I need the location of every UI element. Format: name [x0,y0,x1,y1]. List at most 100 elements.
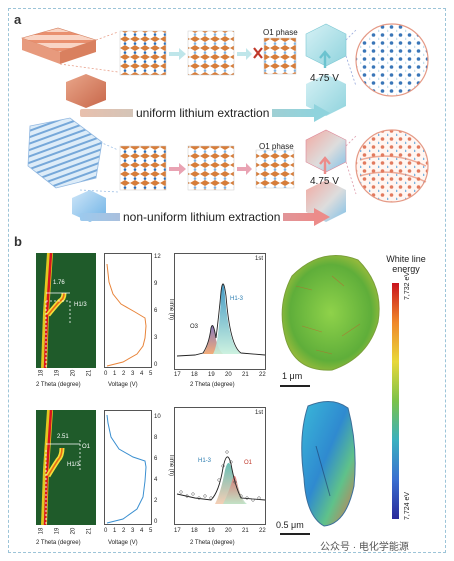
row2-voltage-label: 4.75 V [310,176,339,187]
scale-bar-bottom-label: 0.5 μm [276,520,304,530]
xrd-bottom-peak-right: O1 [244,460,253,466]
xtick: 19 [54,369,61,377]
voltage-top-xlabel: Voltage (V) [108,382,138,388]
voltage-top-yticks: 0 3 6 9 12 [154,253,168,368]
xrd-top-tag: 1st [255,256,264,262]
ytick: 12 [154,254,161,260]
particle-top [281,255,380,371]
colorbar [392,283,399,519]
row2-o1-structure [255,149,295,189]
xtick: 22 [259,372,266,378]
ytick: 0 [154,519,158,525]
row2-phase-label: O1 phase [259,142,294,151]
xtick: 2 [122,528,126,534]
xtick: 19 [208,528,215,534]
colorbar-title-line2: energy [392,264,420,274]
xtick: 5 [149,528,153,534]
xtick: 18 [191,372,198,378]
voltage-plot-top [104,253,152,368]
voltage-bottom-yticks: 0 2 4 6 8 10 [154,410,168,525]
xtick: 18 [191,528,198,534]
voltage-top-xticks: 0 1 2 3 4 5 [104,371,154,381]
heatmap-top-xlabel: 2 Theta (degree) [36,382,81,388]
xtick: 19 [54,527,61,535]
row1-o1-structure [263,37,297,75]
heatmap-bottom [36,410,96,525]
row2-caption: non-uniform lithium extraction [120,210,284,224]
ytick: 3 [154,335,158,341]
xrd-top-xlabel: 2 Theta (degree) [190,382,235,388]
heatmap-top-peak: H1/3 [74,302,87,308]
row1-structure-2 [187,30,235,76]
xtick: 20 [225,372,232,378]
colorbar-title-line1: White line [386,254,426,264]
row1-zoom-circle [355,23,429,97]
xtick: 0 [104,528,108,534]
panel-a-label: a [14,12,22,27]
row2-structure-1 [119,145,167,191]
xtick: 3 [131,371,135,377]
ytick: 4 [154,477,158,483]
xrd-bottom-peak-left: H1-3 [198,458,212,464]
xanes-particles [281,255,380,527]
ytick: 6 [154,456,158,462]
xrd-bottom-xlabel: 2 Theta (degree) [190,540,235,546]
voltage-plot-bottom [104,410,152,525]
colorbar-min: 7,724 eV [404,491,411,520]
xtick: 1 [113,371,117,377]
ytick: 9 [154,281,158,287]
xtick: 5 [149,371,153,377]
heatmap-bottom-xlabel: 2 Theta (degree) [36,540,81,546]
figure-frame [8,8,446,553]
row1-structure-1 [119,30,167,76]
ytick: 0 [154,362,158,368]
xtick: 4 [140,371,144,377]
row1-phase-label: O1 phase [263,28,298,37]
scale-bar-bottom [280,533,310,535]
panel-b-label: b [14,234,22,249]
row1-voltage-label: 4.75 V [310,73,339,84]
xrd-top-peak-right: H1-3 [230,296,244,302]
xtick: 3 [131,528,135,534]
xtick: 17 [174,528,181,534]
xtick: 4 [140,528,144,534]
ytick: 8 [154,435,158,441]
row1-caption: uniform lithium extraction [133,106,273,120]
xtick: 20 [225,528,232,534]
xtick: 21 [242,528,249,534]
row2-particle-cluster [27,117,103,189]
colorbar-title: White line energy [381,254,431,274]
xrd-plot-bottom [174,407,266,525]
particle-bottom [301,401,356,527]
colorbar-max: 7,732 eV [404,271,411,300]
xrd-top-xticks: 17 18 19 20 21 22 [174,372,270,382]
xtick: 21 [86,369,93,377]
ytick: 10 [154,414,161,420]
row2-structure-2 [187,145,235,191]
scale-bar-top [280,385,310,387]
row1-particle-stack [21,27,97,64]
heatmap-bottom-peak2: O1 [82,444,91,450]
xtick: 21 [86,527,93,535]
ytick: 2 [154,498,158,504]
xrd-plot-top [174,253,266,370]
xtick: 0 [104,371,108,377]
heatmap-bottom-peak1: H1/3 [67,462,80,468]
xtick: 18 [38,527,45,535]
xrd-top-peak-left: O3 [190,324,199,330]
heatmap-top-distance: 1.76 [53,280,65,286]
row1-hex-particle [66,74,106,108]
xtick: 20 [70,527,77,535]
voltage-bottom-xticks: 0 1 2 3 4 5 [104,528,154,538]
heatmap-top [36,253,96,368]
xtick: 17 [174,372,181,378]
xtick: 2 [122,371,126,377]
xtick: 1 [113,528,117,534]
xrd-bottom-xticks: 17 18 19 20 21 22 [174,528,270,538]
heatmap-bottom-distance: 2.51 [57,434,69,440]
xtick: 19 [208,372,215,378]
scale-bar-top-label: 1 μm [282,371,303,381]
xtick: 20 [70,369,77,377]
xtick: 22 [259,528,266,534]
xrd-bottom-tag: 1st [255,410,264,416]
